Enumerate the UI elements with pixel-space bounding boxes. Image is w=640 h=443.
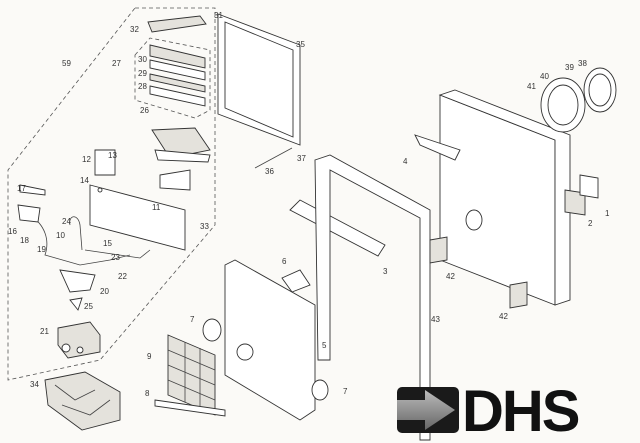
clip-part-6: [281, 269, 311, 293]
rail-part-8: [154, 399, 226, 417]
label-30: 30: [138, 55, 147, 64]
bracket-part-3: [289, 199, 386, 257]
burner-assembly: [151, 127, 211, 191]
enclosure: [429, 89, 571, 309]
label-40: 40: [540, 72, 549, 81]
dhs-logo: DHS: [397, 379, 581, 443]
plate-part-1: [579, 174, 599, 199]
label-15: 15: [103, 239, 112, 248]
label-35: 35: [296, 40, 305, 49]
label-7: 7: [190, 315, 195, 324]
label-24: 24: [62, 217, 71, 226]
label-14: 14: [80, 176, 89, 185]
label-37: 37: [297, 154, 306, 163]
label-31: 31: [214, 11, 223, 20]
gas-lines: [17, 184, 151, 311]
log-set-part-34: [44, 371, 121, 431]
label-42b: 42: [499, 312, 508, 321]
label-7b: 7: [343, 387, 348, 396]
arrow-icon: [397, 390, 455, 430]
gasket-part-7b: [311, 379, 329, 401]
label-21: 21: [40, 327, 49, 336]
label-43: 43: [431, 315, 440, 324]
label-29: 29: [138, 69, 147, 78]
bracket-part-4: [414, 134, 461, 161]
glass-door-part-35: [217, 13, 301, 146]
label-1: 1: [605, 209, 610, 218]
label-34: 34: [30, 380, 39, 389]
label-25: 25: [84, 302, 93, 311]
label-17: 17: [17, 184, 26, 193]
label-4: 4: [403, 157, 408, 166]
label-3: 3: [383, 267, 388, 276]
vent-collar-parts: [540, 67, 617, 133]
label-32: 32: [130, 25, 139, 34]
label-5: 5: [322, 341, 327, 350]
label-38: 38: [578, 59, 587, 68]
label-6: 6: [282, 257, 287, 266]
top-rail-part-31: [147, 15, 207, 33]
valve-bracket: [89, 149, 186, 251]
label-18: 18: [20, 236, 29, 245]
label-16: 16: [8, 227, 17, 236]
label-59: 59: [62, 59, 71, 68]
label-8: 8: [145, 389, 150, 398]
label-33: 33: [200, 222, 209, 231]
label-12: 12: [82, 155, 91, 164]
label-10: 10: [56, 231, 65, 240]
label-26: 26: [140, 106, 149, 115]
kit-boundary: [7, 7, 216, 381]
label-13: 13: [108, 151, 117, 160]
label-22: 22: [118, 272, 127, 281]
label-27: 27: [112, 59, 121, 68]
label-9: 9: [147, 352, 152, 361]
label-42a: 42: [446, 272, 455, 281]
label-23: 23: [111, 253, 120, 262]
label-41: 41: [527, 82, 536, 91]
frame-part-43: [314, 154, 431, 441]
label-2: 2: [588, 219, 593, 228]
part-labels: 59 31 32 27 30 29 28 26 12 13 14 17 11 3…: [8, 11, 610, 398]
label-39: 39: [565, 63, 574, 72]
label-36: 36: [265, 167, 274, 176]
gasket-part-7: [202, 318, 222, 342]
label-19: 19: [37, 245, 46, 254]
gas-valve-part-21: [57, 321, 101, 359]
label-11: 11: [152, 203, 161, 212]
logo-text: DHS: [462, 379, 579, 443]
label-20: 20: [100, 287, 109, 296]
ember-tray-group-27: [134, 37, 211, 119]
firebox-part-5: [224, 259, 316, 421]
plate-part-2: [564, 189, 586, 216]
label-28: 28: [138, 82, 147, 91]
